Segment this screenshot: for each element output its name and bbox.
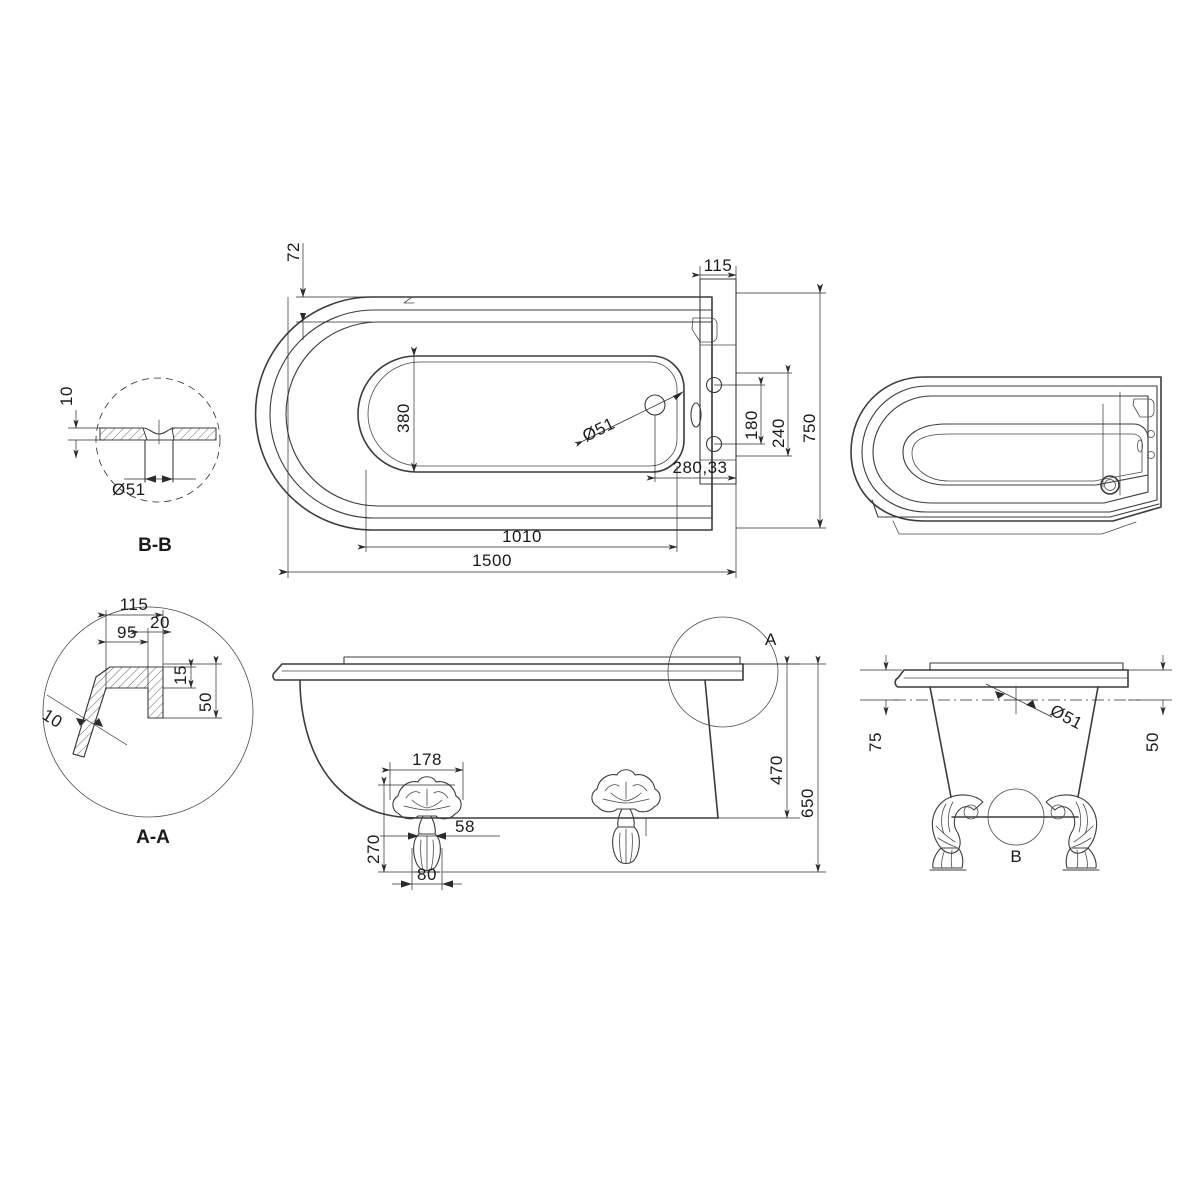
dim-aa-20-text: 20 [150, 613, 170, 632]
dim-aa-20: 20 [130, 613, 172, 688]
dim-1010: 1010 [357, 466, 678, 552]
dim-50-end: 50 [1128, 655, 1172, 752]
dim-80: 80 [392, 848, 462, 890]
clawfoot-left [392, 776, 462, 873]
dim-75-text: 75 [866, 732, 885, 752]
dim-750-text: 750 [800, 413, 819, 443]
section-aa: 115 95 20 15 [39, 595, 254, 848]
section-aa-label: A-A [136, 827, 170, 848]
dim-waste-dia-top-text: Ø51 [579, 414, 618, 446]
dim-280-33: 280,33 [646, 415, 737, 490]
dim-380: 380 [394, 346, 418, 473]
section-aa-boundary-circle [42, 606, 254, 818]
dim-470: 470 [718, 655, 800, 819]
end-elevation: Ø51 B [860, 655, 1172, 871]
detail-b-label: B [1010, 847, 1021, 866]
dim-178: 178 [381, 750, 464, 800]
top-view-overflow-slot [690, 402, 702, 428]
dim-aa-95-text: 95 [117, 623, 137, 642]
top-view-outer-rim [254, 296, 713, 531]
iso-view [850, 376, 1162, 535]
dim-aa-15-text: 15 [171, 665, 190, 685]
dim-aa-50: 50 [163, 655, 222, 719]
dim-1500: 1500 [278, 297, 737, 578]
dim-bb-dia51: Ø51 [112, 475, 196, 499]
dim-470-text: 470 [767, 755, 786, 785]
dim-end-dia51-text: Ø51 [1047, 701, 1086, 734]
dim-380-text: 380 [394, 403, 413, 433]
dim-aa-115: 115 [97, 595, 164, 690]
dim-280-33-text: 280,33 [673, 458, 728, 477]
dim-aa-50-text: 50 [196, 692, 215, 712]
dim-650: 650 [442, 655, 826, 873]
dim-1500-text: 1500 [472, 551, 512, 570]
iso-waste-fitting [1100, 475, 1120, 495]
top-view: 72 380 Ø51 115 180 [254, 242, 826, 578]
dim-240: 240 [736, 364, 792, 457]
dim-750: 750 [736, 283, 826, 529]
detail-circle-a [667, 616, 779, 728]
dim-bb-10-text: 10 [57, 386, 76, 406]
dim-72: 72 [284, 242, 372, 340]
dim-115-top: 115 [691, 256, 737, 279]
dim-58: 58 [380, 817, 500, 840]
clawfoot-right [591, 769, 661, 865]
front-elevation: A [272, 616, 826, 890]
dim-115-top-text: 115 [704, 256, 733, 275]
section-bb-label: B-B [138, 535, 172, 556]
dim-aa-95: 95 [97, 623, 149, 645]
dim-270: 270 [364, 776, 455, 873]
dim-aa-15: 15 [163, 658, 196, 689]
dim-75: 75 [860, 655, 902, 752]
dim-58-text: 58 [455, 817, 475, 836]
detail-circle-b [987, 788, 1045, 846]
dim-bb-10: 10 [57, 386, 104, 459]
top-view-rim-seam [403, 296, 415, 304]
dim-240-text: 240 [769, 418, 788, 448]
end-clawfoot-right [1045, 794, 1100, 871]
dim-50-end-text: 50 [1143, 732, 1162, 752]
dim-80-text: 80 [417, 865, 437, 884]
top-view-tap-deck [691, 278, 737, 485]
dim-270-text: 270 [364, 834, 383, 864]
dim-650-text: 650 [798, 788, 817, 818]
dim-180: 180 [714, 376, 765, 445]
dim-aa-115-text: 115 [120, 595, 149, 614]
dim-178-text: 178 [412, 750, 442, 769]
end-waste-leader: Ø51 [985, 683, 1086, 734]
dim-1010-text: 1010 [502, 527, 542, 546]
end-clawfoot-left [929, 794, 984, 871]
dim-72-text: 72 [284, 242, 303, 262]
dim-180-text: 180 [742, 410, 761, 440]
section-bb: 10 Ø51 B-B [57, 377, 221, 556]
dim-bb-dia51-text: Ø51 [112, 480, 146, 499]
detail-a-label: A [765, 630, 777, 649]
